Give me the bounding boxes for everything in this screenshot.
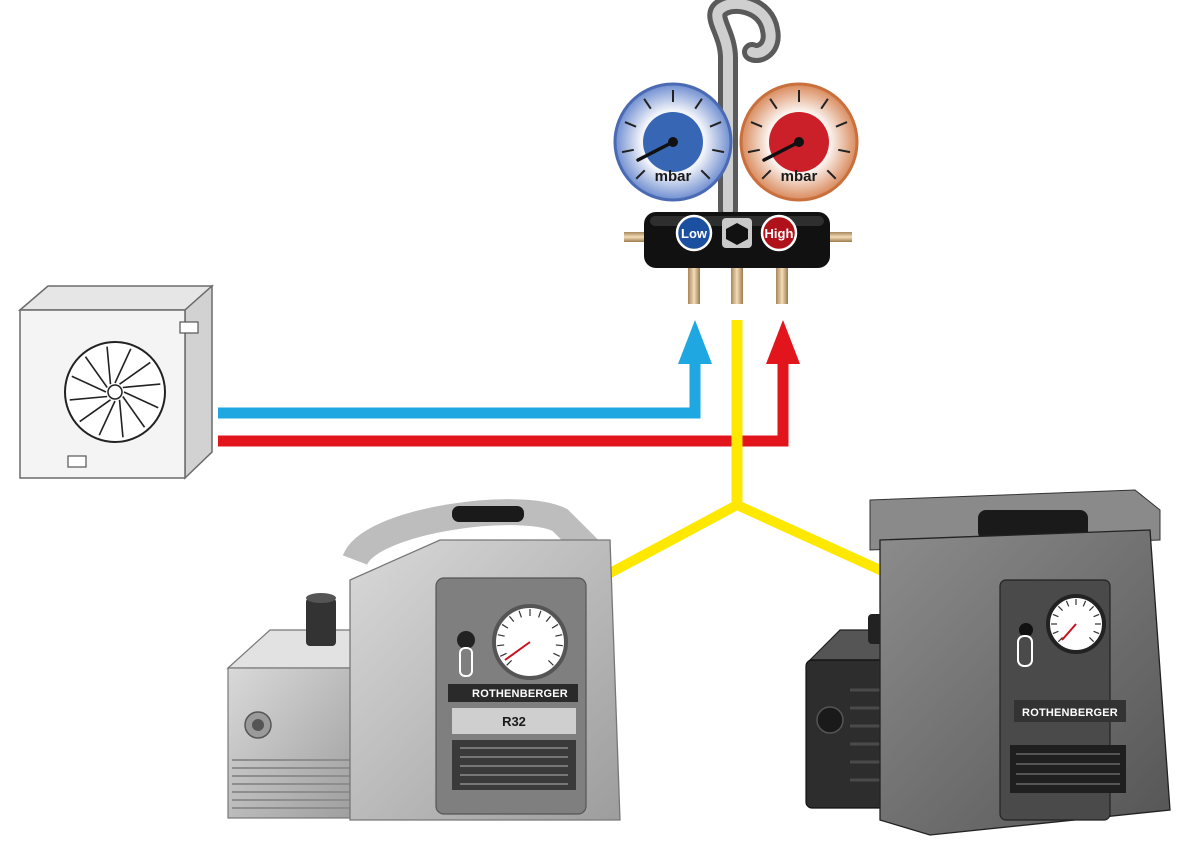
gauge-tick [497,634,505,637]
high-valve-knob [760,214,798,252]
high-gauge-unit: mbar [781,168,818,185]
fan-blade [122,396,146,428]
gauge-tick [750,121,763,128]
manifold-gauge-set-icon: mbar mbar Low High [613,0,859,304]
gauge-tick [700,169,711,180]
fan-blade [98,400,116,436]
fan-blade [69,395,108,401]
low-pressure-gauge: mbar [613,82,733,202]
gauge-tick [621,148,634,154]
gauge-tick [694,98,703,110]
gauge-tick [1057,637,1063,643]
fan-blade [71,375,107,393]
gauge-tick [761,169,772,180]
gauge-tick [820,98,829,110]
low-valve-knob [675,214,713,252]
gauge-tick [643,98,652,110]
gauge-tick [1057,605,1063,611]
gauge-tick [1065,600,1070,607]
gauge-tick [635,169,646,180]
fan-blade [84,356,108,388]
gauge-tick [551,623,559,629]
fan-blade [106,346,112,385]
gauge-tick [835,121,848,128]
low-port-label: Low [681,226,708,241]
gauge-tick [501,623,509,629]
gauge-tick [1052,630,1059,635]
gauge-tick [518,610,522,618]
gauge-tick [1089,605,1095,611]
gauge-tick [709,121,722,128]
left-side-fitting [624,232,646,242]
fan-blade [79,399,111,423]
fan-blade [122,383,161,389]
gauge-tick [500,652,507,657]
right-side-fitting [828,232,852,242]
outdoor-ac-unit-icon [17,284,214,480]
gauge-tick [712,148,725,154]
fan-blade [114,348,132,384]
right-pump-brand: ROTHENBERGER [1022,707,1118,719]
gauge-tick [545,615,552,623]
gauge-tick [747,148,760,154]
high-pressure-gauge: mbar [739,82,859,202]
gauge-tick [508,615,515,623]
vacuum-pump-icon: ROTHENBERGER [805,489,1171,836]
gauge-tick [838,148,851,154]
left-pump-model: R32 [502,714,526,729]
high-port-label: High [765,226,794,241]
low-side-line [218,320,712,419]
gauge-tick [826,169,837,180]
fan-icon [64,341,166,443]
gauge-tick [497,644,505,647]
fan-blade [123,391,159,409]
gauge-tick [547,659,554,666]
fan-blade [118,399,124,438]
high-hose-port [776,268,788,304]
gauge-tick [624,121,637,128]
center-hose-port [731,268,743,304]
gauge-tick [1052,613,1059,618]
low-hose-port [688,268,700,304]
gauge-tick [553,652,560,657]
gauge-tick [506,659,513,666]
gauge-tick [555,644,563,647]
vacuum-pump-icon: ROTHENBERGER R32 [226,499,621,821]
high-side-line [218,320,800,447]
gauge-tick [1089,637,1095,643]
gauge-tick [1093,613,1100,618]
gauge-tick [1082,600,1087,607]
gauge-tick [769,98,778,110]
left-pump-brand: ROTHENBERGER [472,688,568,700]
gauge-tick [555,634,563,637]
gauge-tick [1093,630,1100,635]
fan-blade [119,361,151,385]
low-gauge-unit: mbar [655,168,692,185]
gauge-tick [538,610,542,618]
